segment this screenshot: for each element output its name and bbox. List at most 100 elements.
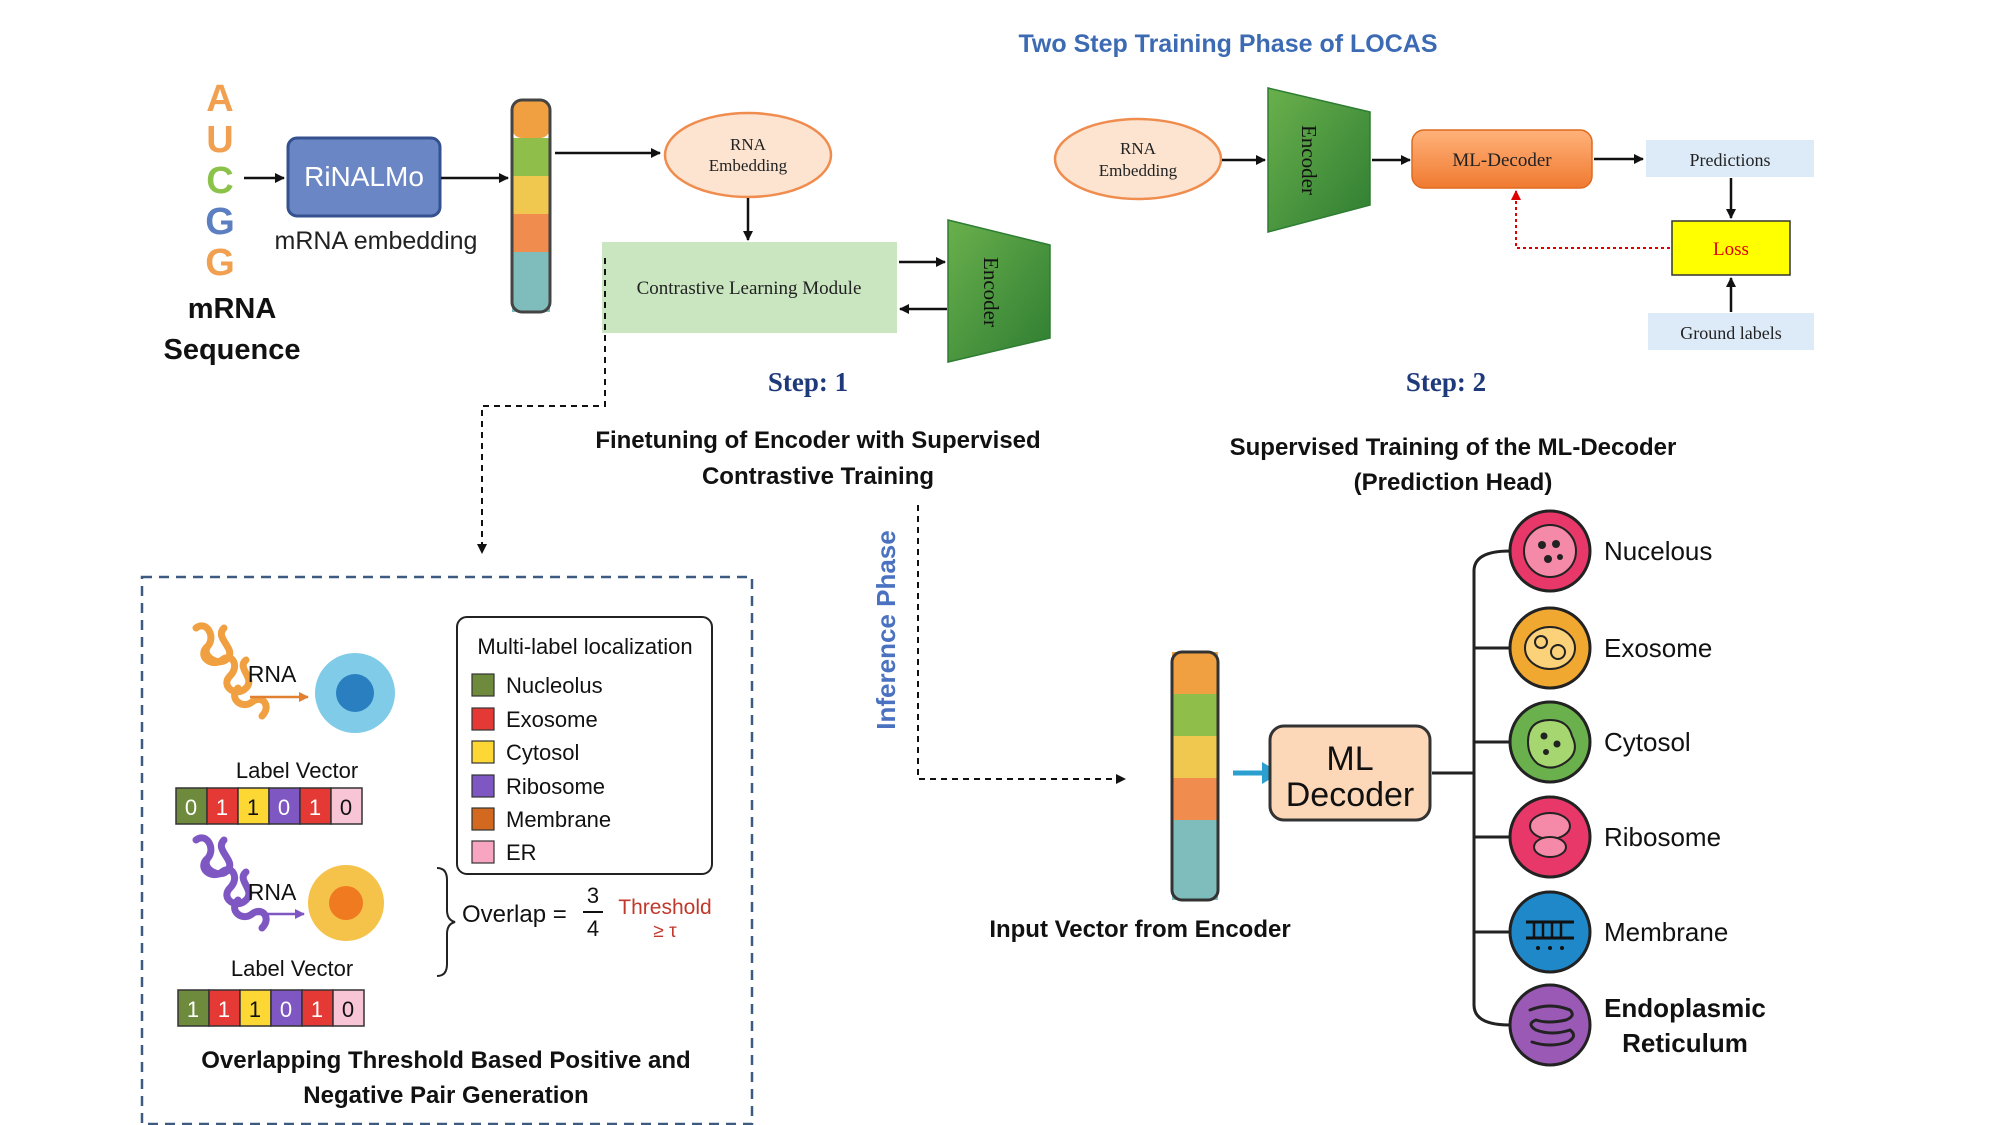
inference-decoder-label: Decoder bbox=[1286, 776, 1415, 814]
inference-phase-label: Inference Phase bbox=[871, 530, 901, 729]
vector-value: 1 bbox=[218, 997, 230, 1022]
mrna-label: mRNA bbox=[188, 293, 277, 325]
loss-feedback-arrow bbox=[1511, 190, 1670, 249]
vector-value: 0 bbox=[280, 997, 292, 1022]
er-icon bbox=[1508, 983, 1592, 1067]
embedding-segment bbox=[1172, 820, 1218, 900]
predictions-box bbox=[1646, 140, 1814, 177]
localization-legend bbox=[456, 616, 713, 875]
overlap-brace bbox=[436, 867, 456, 977]
legend-label: ER bbox=[506, 840, 537, 865]
ground-labels-label: Ground labels bbox=[1680, 323, 1781, 343]
legend-swatch bbox=[471, 774, 495, 798]
step2-label: Step: 2 bbox=[1406, 367, 1486, 397]
rinalmo-box bbox=[286, 136, 442, 218]
cell-nucleus bbox=[336, 674, 374, 712]
rinalmo-label: RiNALMo bbox=[304, 161, 424, 192]
embedding-segment bbox=[512, 176, 550, 214]
embedding-segment bbox=[1172, 778, 1218, 820]
vector-value: 0 bbox=[342, 997, 354, 1022]
mrna-label: Sequence bbox=[164, 334, 301, 366]
vector-value: 1 bbox=[309, 795, 321, 820]
vector-cell bbox=[239, 989, 272, 1027]
vector-value: 1 bbox=[311, 997, 323, 1022]
vector-value: 1 bbox=[247, 795, 259, 820]
inference-ml-decoder bbox=[1268, 724, 1432, 822]
step2-caption: Supervised Training of the ML-Decoder bbox=[1230, 434, 1677, 461]
output-nucleolus: Nucelous bbox=[1508, 509, 1712, 593]
embedding-segment bbox=[512, 252, 550, 312]
vector-cell bbox=[301, 989, 334, 1027]
vector-value: 0 bbox=[278, 795, 290, 820]
legend-swatch bbox=[471, 707, 495, 731]
inference-dashed-arrow bbox=[917, 505, 1126, 784]
pair-generation-caption: Overlapping Threshold Based Positive and bbox=[201, 1047, 690, 1074]
legend-swatch bbox=[471, 840, 495, 864]
embedding-segment bbox=[1172, 652, 1218, 694]
ml-decoder-box bbox=[1411, 129, 1593, 189]
mrna-letter: G bbox=[205, 201, 235, 243]
vector-cell bbox=[206, 787, 239, 825]
threshold-label: Threshold bbox=[618, 896, 711, 919]
predictions-label: Predictions bbox=[1690, 150, 1771, 170]
label-vector-caption: Label Vector bbox=[231, 956, 353, 981]
pair-generation-caption: Negative Pair Generation bbox=[303, 1082, 588, 1109]
step1-caption: Contrastive Training bbox=[702, 463, 934, 490]
vector-value: 1 bbox=[249, 997, 261, 1022]
legend-title: Multi-label localization bbox=[477, 634, 692, 659]
vector-value: 1 bbox=[187, 997, 199, 1022]
encoder-shape bbox=[1267, 87, 1371, 233]
vector-cell bbox=[332, 989, 365, 1027]
inference-input-vector bbox=[1170, 650, 1220, 902]
legend-items: Nucleolus Exosome Cytosol Ribosome Membr… bbox=[471, 673, 611, 865]
mrna-letter: G bbox=[205, 242, 235, 284]
input-vector-caption: Input Vector from Encoder bbox=[989, 916, 1290, 943]
embedding-segment bbox=[1172, 736, 1218, 778]
legend-label: Ribosome bbox=[506, 774, 605, 799]
output-label: Exosome bbox=[1604, 633, 1712, 663]
dashed-connector bbox=[477, 258, 606, 554]
inference-decoder-label: ML bbox=[1326, 740, 1373, 778]
encoder-label: Encoder bbox=[979, 257, 1003, 327]
encoder-label: Encoder bbox=[1297, 125, 1321, 195]
output-label: Cytosol bbox=[1604, 727, 1691, 757]
label-vector-2: 1 1 1 0 1 0 bbox=[177, 989, 365, 1027]
ml-decoder-label: ML-Decoder bbox=[1452, 150, 1552, 171]
rna-embedding-label: RNA bbox=[1120, 139, 1157, 158]
output-exosome: Exosome bbox=[1508, 606, 1712, 690]
output-tree bbox=[1432, 549, 1511, 1027]
vector-cell bbox=[268, 787, 301, 825]
mrna-letter: A bbox=[206, 78, 233, 120]
legend-label: Membrane bbox=[506, 807, 611, 832]
contrastive-module-label: Contrastive Learning Module bbox=[637, 278, 862, 299]
output-label: Endoplasmic bbox=[1604, 993, 1766, 1023]
encoder-shape bbox=[947, 219, 1051, 363]
membrane-icon bbox=[1508, 890, 1592, 974]
embedding-segment bbox=[512, 214, 550, 252]
output-cytosol: Cytosol bbox=[1508, 700, 1691, 784]
embedding-vector bbox=[510, 98, 552, 314]
label-vector-1: 0 1 1 0 1 0 bbox=[175, 787, 363, 825]
mrna-letter: U bbox=[206, 119, 233, 161]
mrna-letters: A U C G G bbox=[205, 78, 235, 284]
rna-label: RNA bbox=[248, 661, 297, 687]
legend-swatch bbox=[471, 740, 495, 764]
rna-embedding-label: RNA bbox=[730, 135, 767, 154]
ground-labels-box bbox=[1648, 313, 1814, 350]
pair-generation-panel bbox=[140, 575, 754, 1125]
mrna-letter: C bbox=[206, 160, 233, 202]
legend-swatch bbox=[471, 807, 495, 831]
overlap-numerator: 3 bbox=[587, 883, 599, 908]
vector-cell bbox=[330, 787, 363, 825]
rna-squiggle bbox=[192, 622, 270, 720]
output-label: Membrane bbox=[1604, 917, 1728, 947]
loss-label: Loss bbox=[1713, 239, 1749, 260]
embedding-segment bbox=[1172, 694, 1218, 736]
diagram-title: Two Step Training Phase of LOCAS bbox=[1018, 30, 1437, 58]
output-ribosome: Ribosome bbox=[1508, 795, 1721, 879]
legend-label: Exosome bbox=[506, 707, 598, 732]
legend-label: Cytosol bbox=[506, 740, 579, 765]
rna-embedding-label: Embedding bbox=[709, 156, 788, 175]
rna-label: RNA bbox=[248, 879, 297, 905]
